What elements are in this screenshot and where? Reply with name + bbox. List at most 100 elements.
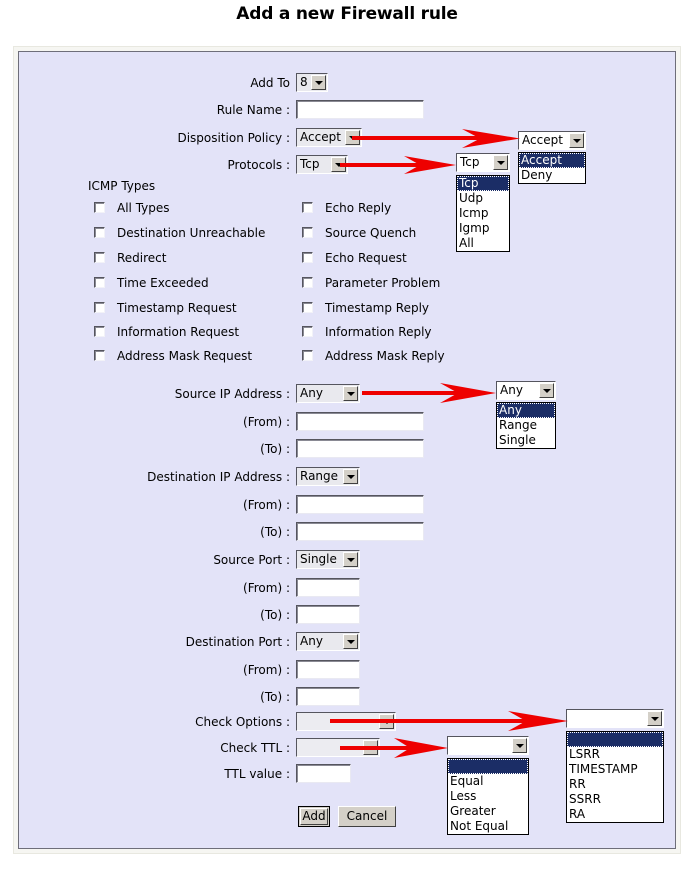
checkbox-redirect[interactable] [94,252,105,263]
checkbox-source-quench[interactable] [302,227,313,238]
rule-name-label: Rule Name : [216,103,290,117]
destination-port-to-input[interactable] [296,687,360,706]
cancel-button[interactable]: Cancel [338,806,396,827]
dropdown-option[interactable]: Udp [459,191,484,205]
cancel-button-label: Cancel [346,809,388,823]
dropdown-option[interactable]: Any [497,403,555,418]
check-options-select[interactable] [296,712,396,731]
chevron-down-icon [345,130,360,145]
checkbox-timestamp-reply[interactable] [302,302,313,313]
source-port-to-input[interactable] [296,605,360,624]
callout-source-ip-select[interactable]: Any [496,381,556,400]
disposition-policy-label: Disposition Policy : [177,131,290,145]
rule-name-input[interactable] [296,100,424,119]
source-port-to-label: (To) : [260,608,290,622]
dropdown-option[interactable]: Deny [521,168,553,182]
checkbox-address-mask-reply[interactable] [302,350,313,361]
checkbox-parameter-problem[interactable] [302,277,313,288]
destination-ip-from-label: (From) : [243,498,290,512]
dropdown-option[interactable]: Equal [450,774,484,788]
add-button[interactable]: Add [298,806,330,827]
icmp-types-heading: ICMP Types [88,179,156,193]
callout-protocols-select[interactable]: Tcp [456,153,510,172]
callout-disposition-policy-dropdown[interactable]: Accept Deny [518,152,586,184]
dropdown-option[interactable]: All [459,236,474,250]
protocols-label: Protocols : [227,158,290,172]
callout-disposition-policy-select[interactable]: Accept [518,131,586,150]
checkbox-echo-reply[interactable] [302,202,313,213]
callout-check-options-dropdown[interactable]: LSRR TIMESTAMP RR SSRR RA [566,731,664,823]
add-to-label: Add To [250,76,290,90]
ttl-value-input[interactable] [296,764,351,783]
checkbox-label-echo-request: Echo Request [325,251,407,265]
add-to-select[interactable]: 8 [296,73,328,92]
dropdown-option[interactable]: Accept [519,153,585,168]
source-port-from-input[interactable] [296,578,360,597]
chevron-down-icon [343,552,358,567]
destination-port-from-label: (From) : [243,663,290,677]
callout-check-options-select[interactable] [566,709,664,728]
source-ip-to-label: (To) : [260,442,290,456]
destination-ip-label: Destination IP Address : [147,470,290,484]
destination-port-select[interactable]: Any [296,632,360,651]
checkbox-label-time-exceeded: Time Exceeded [117,276,209,290]
dropdown-option[interactable]: Single [499,433,536,447]
chevron-down-icon [379,714,394,729]
checkbox-label-echo-reply: Echo Reply [325,201,392,215]
dropdown-option[interactable]: Range [499,418,538,432]
destination-ip-select[interactable]: Range [296,467,360,486]
dropdown-option[interactable]: Tcp [457,176,509,191]
dropdown-option[interactable]: LSRR [569,747,600,761]
disposition-policy-value: Accept [300,130,341,144]
checkbox-information-reply[interactable] [302,326,313,337]
callout-protocols-dropdown[interactable]: Tcp Udp Icmp Igmp All [456,175,510,252]
check-ttl-select[interactable] [296,738,380,757]
source-ip-select[interactable]: Any [296,384,360,403]
checkbox-address-mask-request[interactable] [94,350,105,361]
checkbox-all-types[interactable] [94,202,105,213]
dropdown-option[interactable]: TIMESTAMP [569,762,638,776]
checkbox-label-all-types: All Types [117,201,170,215]
checkbox-label-timestamp-request: Timestamp Request [117,301,237,315]
protocols-select[interactable]: Tcp [296,155,348,174]
chevron-down-icon [311,75,326,90]
checkbox-timestamp-request[interactable] [94,302,105,313]
dropdown-option[interactable]: Not Equal [450,819,509,833]
chevron-down-icon [363,740,378,755]
checkbox-label-destination-unreachable: Destination Unreachable [117,226,266,240]
check-options-label: Check Options : [195,715,290,729]
callout-check-ttl-select[interactable] [447,736,529,755]
checkbox-label-information-reply: Information Reply [325,325,432,339]
dropdown-option[interactable] [567,732,663,747]
destination-ip-from-input[interactable] [296,495,424,514]
add-button-label: Add [300,808,328,825]
callout-source-ip-dropdown[interactable]: Any Range Single [496,402,556,449]
checkbox-information-request[interactable] [94,326,105,337]
checkbox-echo-request[interactable] [302,252,313,263]
dropdown-option[interactable]: Icmp [459,206,489,220]
dropdown-option[interactable]: SSRR [569,792,601,806]
dropdown-option[interactable]: Less [450,789,477,803]
destination-port-from-input[interactable] [296,660,360,679]
dropdown-option[interactable]: RA [569,807,586,821]
dropdown-option[interactable]: Greater [450,804,496,818]
source-ip-from-input[interactable] [296,412,424,431]
checkbox-label-information-request: Information Request [117,325,240,339]
disposition-policy-select[interactable]: Accept [296,128,362,147]
source-ip-label: Source IP Address : [174,387,290,401]
dropdown-option[interactable]: RR [569,777,586,791]
destination-ip-to-input[interactable] [296,522,424,541]
checkbox-destination-unreachable[interactable] [94,227,105,238]
source-ip-to-input[interactable] [296,439,424,458]
source-port-select[interactable]: Single [296,550,360,569]
checkbox-time-exceeded[interactable] [94,277,105,288]
chevron-down-icon [331,157,346,172]
source-port-value: Single [300,552,337,566]
destination-port-to-label: (To) : [260,690,290,704]
chevron-down-icon [343,469,358,484]
callout-check-ttl-dropdown[interactable]: Equal Less Greater Not Equal [447,758,529,835]
chevron-down-icon [512,738,527,753]
dropdown-option[interactable]: Igmp [459,221,490,235]
checkbox-label-address-mask-request: Address Mask Request [117,349,253,363]
dropdown-option[interactable] [448,759,528,774]
